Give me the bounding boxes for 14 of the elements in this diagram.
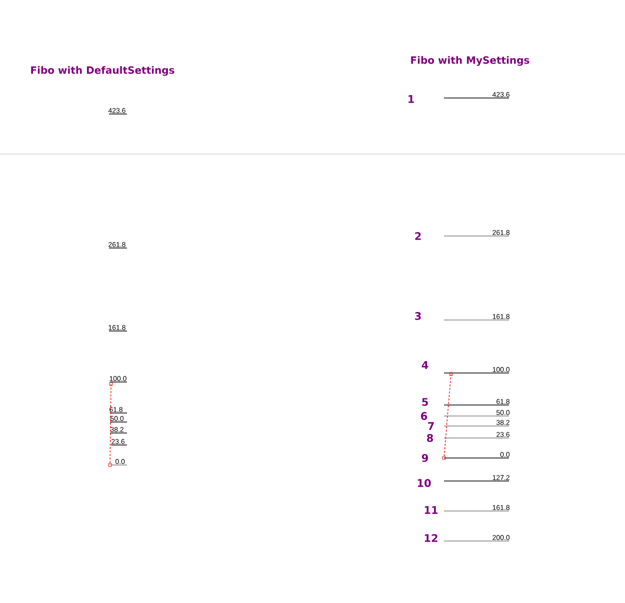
heading: Fibo with MySettings (411, 56, 530, 66)
level-number: 1 (408, 95, 414, 103)
level-number: 3 (415, 312, 421, 320)
level-number: 11 (424, 506, 438, 514)
level-number: 12 (424, 534, 438, 542)
level-number: 5 (422, 398, 428, 406)
level-number: 4 (422, 361, 428, 369)
level-number: 8 (427, 434, 433, 442)
heading: Fibo with DefaultSettings (31, 66, 174, 76)
level-number: 2 (415, 232, 421, 240)
level-number: 9 (422, 454, 428, 462)
level-number: 6 (421, 412, 428, 420)
level-number: 7 (428, 422, 434, 430)
level-number: 10 (418, 479, 431, 487)
